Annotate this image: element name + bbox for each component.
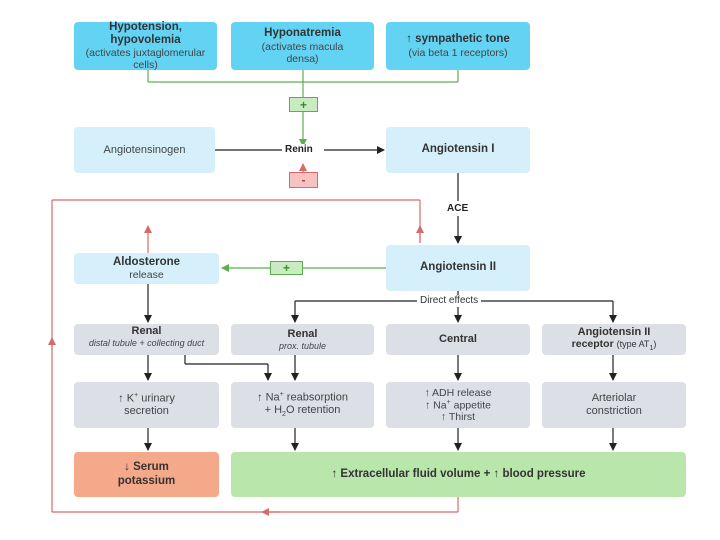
pathway-arrows	[144, 146, 617, 451]
effect-line: constriction	[586, 405, 642, 417]
receptor-type: (type AT	[616, 339, 650, 350]
na-reabsorption-effect: ↑ Na+ reabsorption + H2O retention	[231, 382, 374, 428]
stimulation-lines	[147, 70, 459, 272]
outcome-line: ↓ Serum	[124, 461, 169, 474]
at1-receptor-target: Angiotensin II receptor (type AT1)	[542, 324, 686, 355]
angiotensin-1-node: Angiotensin I	[386, 127, 530, 173]
effect-line: ↑ K+ urinary	[118, 392, 175, 405]
stimulation-marker-top: +	[289, 97, 318, 112]
trigger-subtitle: (via beta 1 receptors)	[408, 46, 508, 59]
trigger-sympathetic-tone: ↑ sympathetic tone (via beta 1 receptors…	[386, 22, 530, 70]
target-title: Central	[439, 333, 477, 346]
arteriolar-constriction-effect: Arteriolar constriction	[542, 382, 686, 428]
trigger-hypotension: Hypotension, hypovolemia (activates juxt…	[74, 20, 217, 72]
serum-potassium-outcome: ↓ Serum potassium	[74, 452, 219, 497]
direct-effects-label: Direct effects	[417, 295, 482, 307]
target-subtitle: receptor (type AT1)	[572, 338, 657, 353]
effect-text: ↑ Na	[257, 391, 280, 404]
central-target: Central	[386, 324, 530, 355]
effect-sup: +	[279, 390, 284, 398]
node-label: Angiotensin II	[419, 261, 497, 274]
trigger-title: Hypotension, hypovolemia	[109, 20, 182, 46]
effect-sup: +	[134, 392, 139, 400]
trigger-subtitle: (activates macula densa)	[261, 40, 344, 65]
trigger-subtitle: (activates juxtaglomerular cells)	[85, 47, 206, 72]
node-label: Angiotensinogen	[103, 143, 186, 156]
trigger-title: Hyponatremia	[264, 27, 341, 40]
receptor-word: receptor	[571, 338, 614, 351]
stimulation-marker-aldosterone: +	[270, 261, 303, 275]
central-effects: ↑ ADH release ↑ Na+ appetite ↑ Thirst	[386, 382, 530, 428]
effect-line: ↑ Thirst	[440, 411, 476, 424]
effect-line: ↑ Na+ appetite	[425, 399, 491, 412]
receptor-close: )	[653, 339, 657, 350]
outcome-line: potassium	[117, 474, 176, 487]
node-label: Angiotensin I	[421, 143, 495, 156]
trigger-hyponatremia: Hyponatremia (activates macula densa)	[231, 22, 374, 70]
angiotensin-2-node: Angiotensin II	[386, 245, 530, 291]
target-subtitle: prox. tubule	[278, 340, 327, 351]
effect-text: urinary	[138, 392, 175, 405]
angiotensinogen-node: Angiotensinogen	[74, 127, 215, 173]
effect-text: ↑ Na	[425, 399, 447, 412]
target-subtitle: distal tubule + collecting duct	[88, 337, 205, 348]
effect-text: + H	[264, 404, 283, 417]
effect-text: O retention	[285, 404, 341, 417]
k-secretion-effect: ↑ K+ urinary secretion	[74, 382, 219, 428]
ace-label: ACE	[444, 203, 472, 215]
inhibition-marker: -	[289, 172, 318, 188]
renal-distal-target: Renal distal tubule + collecting duct	[74, 324, 219, 355]
target-title: Angiotensin II	[577, 325, 651, 338]
renin-label: Renin	[282, 144, 316, 156]
effect-sub: 2	[282, 411, 286, 419]
effect-sup: +	[446, 398, 451, 406]
trigger-title: ↑ sympathetic tone	[406, 33, 510, 46]
node-subtitle: release	[129, 269, 164, 282]
receptor-subscript: 1	[649, 345, 654, 353]
effect-line: secretion	[124, 405, 169, 418]
effect-line: + H2O retention	[265, 404, 341, 419]
effect-text: reabsorption	[283, 391, 348, 404]
node-title: Aldosterone	[112, 255, 181, 268]
outcome-line: ↑ Extracellular fluid volume + ↑ blood p…	[331, 467, 586, 480]
effect-line: Arteriolar	[591, 392, 637, 405]
ecf-blood-pressure-outcome: ↑ Extracellular fluid volume + ↑ blood p…	[231, 452, 686, 497]
renal-proximal-target: Renal prox. tubule	[231, 324, 374, 355]
target-title: Renal	[131, 325, 162, 337]
effect-line: ↑ ADH release	[424, 386, 492, 399]
aldosterone-node: Aldosterone release	[74, 253, 219, 284]
target-title: Renal	[287, 328, 318, 340]
effect-text: appetite	[450, 399, 491, 412]
effect-line: ↑ Na+ reabsorption	[257, 391, 348, 404]
effect-text: ↑ K	[118, 392, 135, 405]
